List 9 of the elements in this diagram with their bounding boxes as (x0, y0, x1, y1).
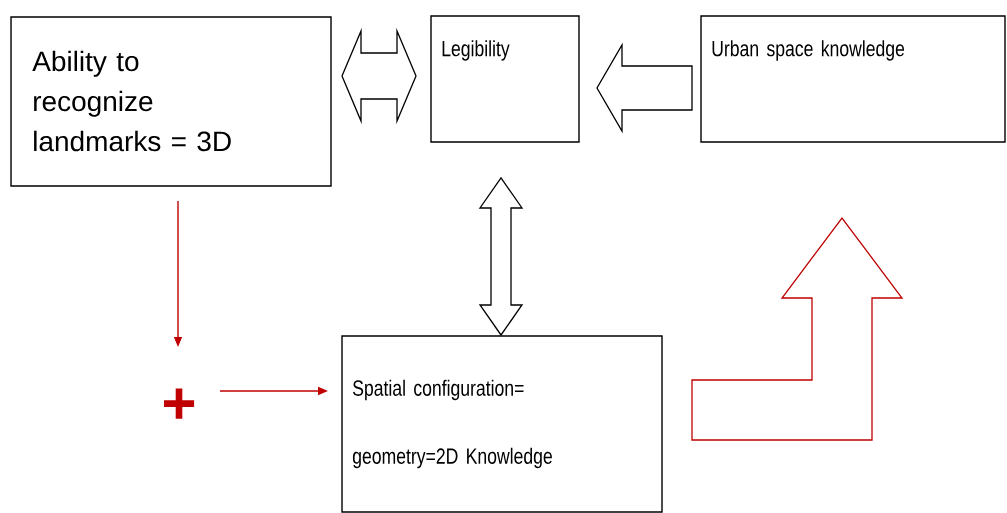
block-arrow (691, 216, 904, 441)
block-arrow (596, 42, 693, 134)
text-box: Ability to recognize landmarks = 3D (10, 16, 332, 187)
block-arrow (341, 27, 417, 125)
text-box: Legibility (430, 15, 580, 143)
text-box: Spatial configuration= geometry=2D Knowledge (341, 335, 663, 513)
block-arrow (478, 176, 524, 337)
plus-sign: + (164, 388, 195, 419)
text-box: Urban space knowledge (700, 15, 1006, 143)
